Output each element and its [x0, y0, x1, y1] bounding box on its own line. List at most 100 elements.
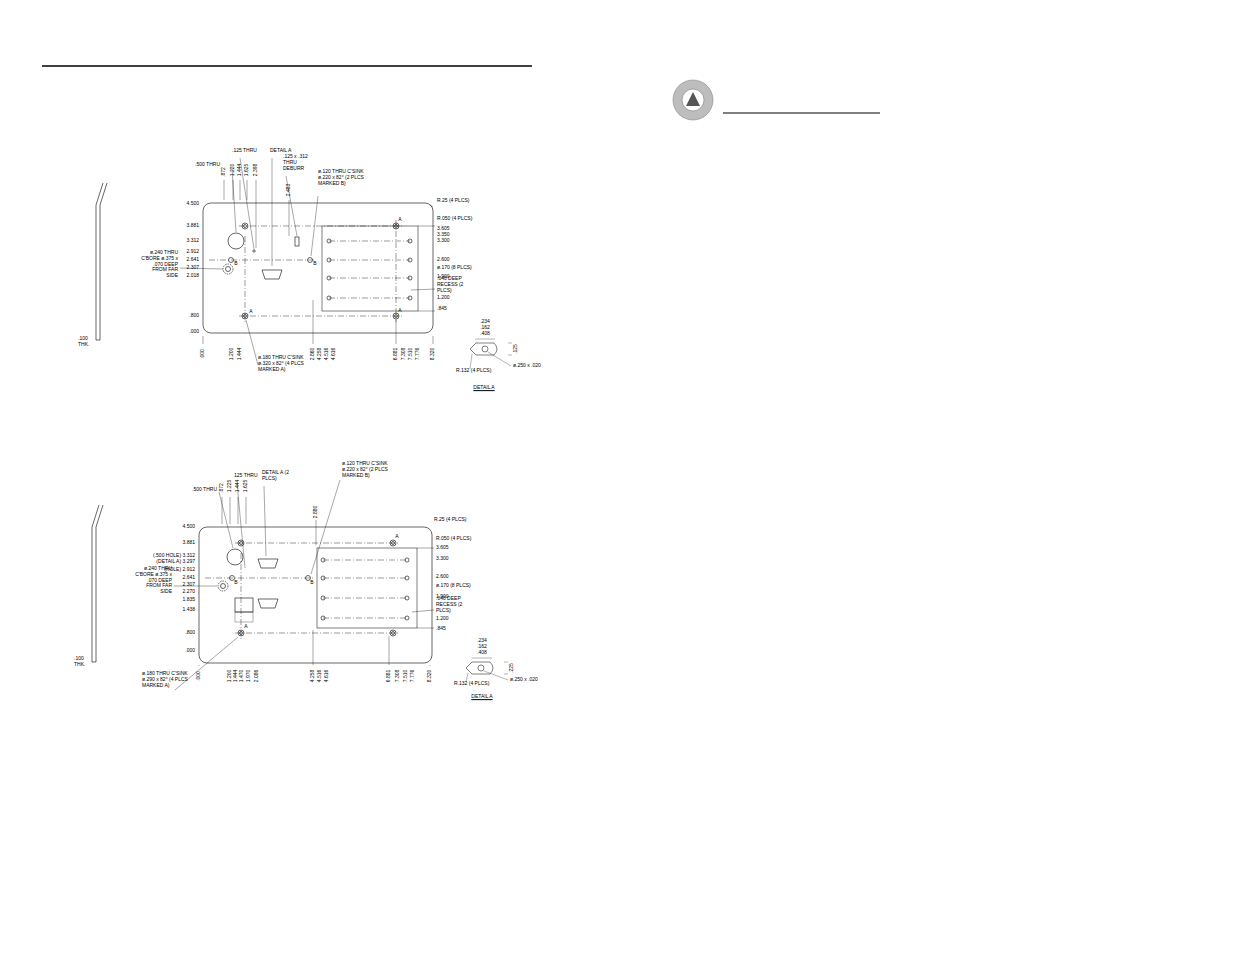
dimension-label: 2.307	[182, 582, 195, 588]
dimension-label: .872	[221, 167, 227, 177]
dimension-label: 4.500	[186, 201, 199, 207]
dimension-label: ø.170 (8 PLCS)	[436, 583, 471, 589]
dimension-label: 2.860	[310, 348, 316, 361]
dimension-label: 6.881	[386, 670, 392, 683]
dimension-label: .408	[480, 331, 490, 337]
dimension-label: 2.398	[253, 164, 259, 177]
dimension-label: .040 DEEP RECESS (2 PLCS)	[437, 276, 471, 293]
dimension-label: B	[234, 261, 237, 267]
dimension-label: 7.776	[410, 670, 416, 683]
dimension-label: .845	[436, 626, 446, 632]
dimension-label: 1.438	[182, 607, 195, 613]
dimension-label: 1.470	[239, 670, 245, 683]
dimension-label: (DETAIL A) 3.297	[156, 559, 195, 565]
dimension-label: .234	[480, 319, 490, 325]
dimension-label: .000	[200, 349, 206, 359]
dimension-label: 3.350	[437, 232, 450, 238]
dimension-label: A	[395, 534, 398, 540]
panel-drawing-bottom	[92, 480, 508, 690]
dimension-label: .845	[437, 306, 447, 312]
dimension-label: 1.200	[437, 295, 450, 301]
dimension-label: B	[313, 261, 316, 267]
dimension-label: ø.250 x .020	[510, 677, 538, 683]
dimension-label: .125 THRU	[232, 148, 257, 154]
dimension-label: R.25 (4 PLCS)	[434, 517, 467, 523]
dimension-label: .100 THK.	[78, 336, 96, 348]
dimension-label: ø.180 THRU C'SINK ø.320 x 82° (4 PLCS MA…	[258, 355, 306, 372]
dimension-label: R.050 (4 PLCS)	[437, 216, 472, 222]
dimension-label: 1.835	[182, 597, 195, 603]
dimension-label: 4.500	[182, 524, 195, 530]
dimension-label: 1.200	[227, 670, 233, 683]
dimension-label: 1.444	[237, 164, 243, 177]
dimension-label: ø.180 THRU C'SINK ø.290 x 82° (4 PLCS MA…	[142, 671, 190, 688]
dimension-label: R.25 (4 PLCS)	[437, 198, 470, 204]
dimension-label: 7.776	[415, 348, 421, 361]
dimension-label: 7.308	[401, 348, 407, 361]
dimension-label: 3.312	[186, 238, 199, 244]
dimension-label: ø.120 THRU C'SINK ø.220 x 82° (2 PLCS MA…	[342, 461, 388, 478]
dimension-label: 2.086	[254, 670, 260, 683]
dimension-label: 1.625	[244, 164, 250, 177]
dimension-label: A	[244, 624, 247, 630]
dimension-label: 1.200	[436, 616, 449, 622]
dimension-label: 4.258	[317, 348, 323, 361]
dimension-label: DETAIL A	[270, 148, 291, 154]
dimension-label: .500 THRU	[192, 487, 217, 493]
dimension-label: ø.250 x .020	[513, 363, 541, 369]
dimension-label: 2.880	[313, 506, 319, 519]
dimension-label: 4.258	[310, 670, 316, 683]
dimension-label: DETAIL A	[473, 385, 494, 391]
dimension-label: 2.641	[182, 575, 195, 581]
dimension-label: R.050 (4 PLCS)	[436, 536, 471, 542]
dimension-label: .408	[477, 650, 487, 656]
dimension-label: ø.240 THRU C'BORE ø.375 x .070 DEEP FROM…	[140, 250, 178, 279]
panel-drawing-top	[96, 158, 512, 369]
dimension-label: .000	[185, 648, 195, 654]
dimension-label: 8.320	[430, 348, 436, 361]
dimension-label: 1.970	[246, 670, 252, 683]
dimension-label: ø.240 THRU C'BORE ø.375 x .070 DEEP FROM…	[134, 566, 172, 595]
dimension-label: 3.605	[436, 545, 449, 551]
dimension-label: 4.616	[331, 348, 337, 361]
dimension-label: R.132 (4 PLCS)	[456, 368, 491, 374]
dimension-label: .000	[196, 671, 202, 681]
dimension-label: 3.300	[437, 238, 450, 244]
dimension-label: 3.881	[182, 540, 195, 546]
dimension-label: 4.516	[317, 670, 323, 683]
dimension-label: 6.881	[393, 348, 399, 361]
dimension-label: 4.516	[324, 348, 330, 361]
dimension-label: DETAIL A (2 PLCS)	[262, 470, 292, 482]
dimension-label: 3.300	[436, 556, 449, 562]
dimension-label: .162	[477, 644, 487, 650]
dimension-label: .500 THRU	[195, 162, 220, 168]
dimension-label: .800	[189, 313, 199, 319]
dimension-label: .125	[513, 344, 519, 354]
dimension-label: (.500 HOLE) 3.312	[153, 553, 195, 559]
dimension-label: 7.308	[395, 670, 401, 683]
dimension-label: 2.018	[186, 273, 199, 279]
dimension-label: 2.483	[286, 184, 292, 197]
dimension-label: .800	[185, 630, 195, 636]
dimension-label: 8.320	[427, 670, 433, 683]
dimension-label: A	[398, 217, 401, 223]
dimension-label: DETAIL A	[471, 694, 492, 700]
dimension-label: .872	[219, 483, 225, 493]
dimension-label: .234	[477, 638, 487, 644]
dimension-label: 2.307	[186, 265, 199, 271]
dimension-label: 2.600	[437, 257, 450, 263]
dimension-label: 7.510	[403, 670, 409, 683]
dimension-label: .225	[509, 663, 515, 673]
dimension-label: 4.616	[324, 670, 330, 683]
dimension-label: B	[234, 580, 237, 586]
dimension-label: 3.881	[186, 223, 199, 229]
dimension-label: 1.444	[237, 348, 243, 361]
dimension-label: 1.220	[230, 164, 236, 177]
dimension-label: 125 THRU	[234, 473, 258, 479]
dimension-label: A	[398, 308, 401, 314]
dimension-label: 7.510	[408, 348, 414, 361]
dimension-label: A	[249, 309, 252, 315]
header-rule	[723, 112, 880, 113]
dimension-label: .000	[189, 329, 199, 335]
